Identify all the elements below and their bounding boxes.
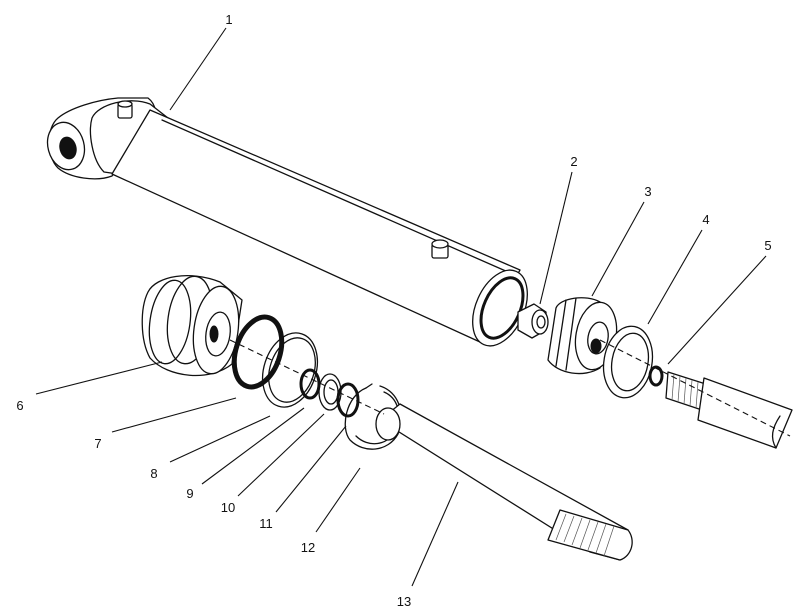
piston-seal-ring [602,325,654,399]
leader-6 [35,361,163,395]
callout-5: 5 [764,238,771,253]
callout-10: 10 [221,500,235,515]
leader-11 [275,425,347,513]
callout-4: 4 [702,212,709,227]
rod-end-threads [671,373,705,411]
gland [141,275,243,377]
assembly-centerline [229,339,791,437]
leader-12 [315,467,361,533]
leader-3 [591,201,645,297]
leader-4 [647,229,703,325]
piston-rod [375,403,633,561]
leader-1 [169,27,227,111]
leader-5 [667,255,767,365]
o-ring [648,365,664,387]
callout-12: 12 [301,540,315,555]
callout-6: 6 [16,398,23,413]
callout-1: 1 [225,12,232,27]
leader-lines [35,27,767,587]
leader-7 [111,397,237,433]
leader-9 [201,407,305,485]
callout-labels: 1 2 3 4 5 6 7 8 9 10 11 12 13 [16,12,771,609]
cylinder-barrel [46,97,528,347]
leader-2 [539,171,573,305]
callout-13: 13 [397,594,411,609]
leader-8 [169,415,271,463]
callout-2: 2 [570,154,577,169]
leader-10 [237,413,325,497]
rod-o-ring [336,382,360,418]
backup-ring [261,332,319,408]
callout-3: 3 [644,184,651,199]
leader-13 [411,481,459,587]
callout-7: 7 [94,436,101,451]
wiper-seal [231,314,285,390]
piston [547,297,618,375]
piston-nut [517,303,549,339]
callout-9: 9 [186,486,193,501]
rod-seal [299,368,321,400]
callout-11: 11 [259,516,273,531]
callout-8: 8 [150,466,157,481]
rod-threads [555,513,615,557]
